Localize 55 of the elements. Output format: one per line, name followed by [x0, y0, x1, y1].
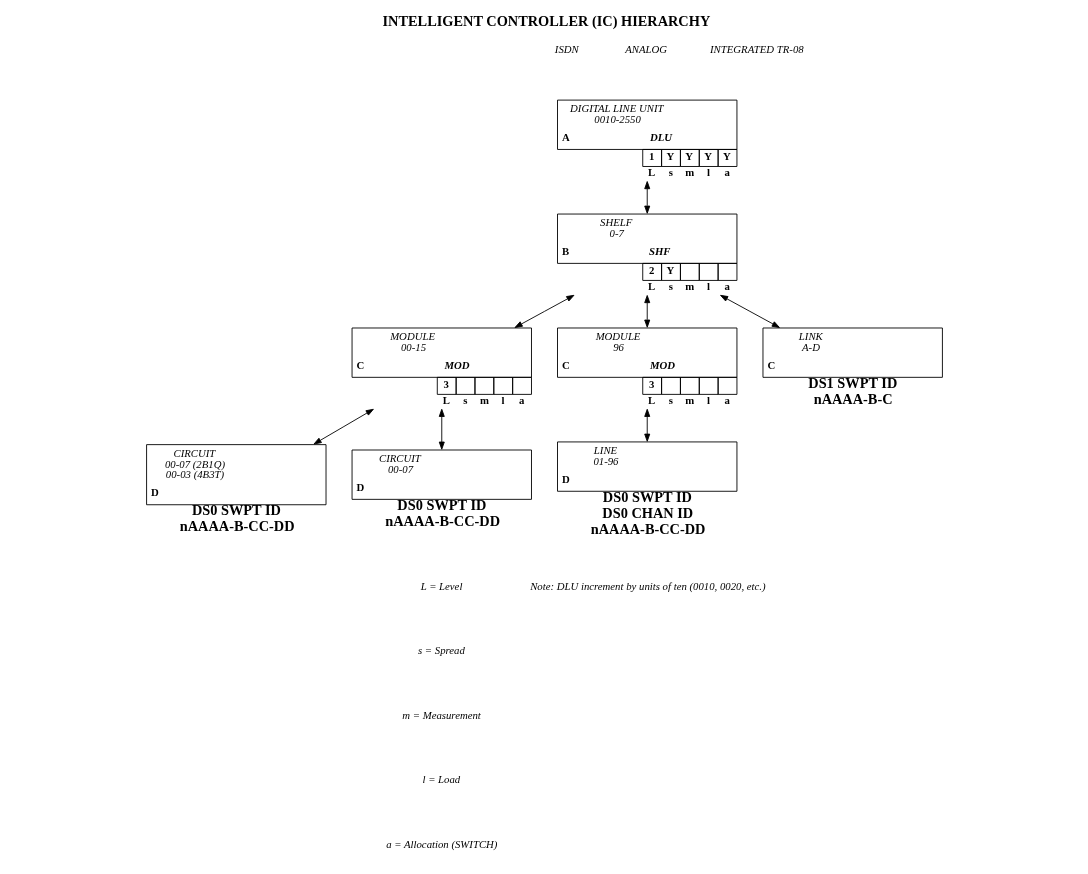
node-label: a [723, 393, 730, 406]
label: Note: DLU increment by units of ten (0010, 0020, etc.) [529, 579, 766, 592]
arrow [643, 408, 650, 442]
node-label: m [479, 393, 489, 406]
label: a = Allocation (SWITCH) [385, 838, 497, 851]
node-label: 3 [443, 377, 449, 390]
label: ISDN [554, 43, 579, 56]
node-label: l [706, 393, 710, 406]
node-label: Y [722, 149, 731, 162]
node-label: Y [666, 149, 674, 162]
node-label: 2 [648, 263, 654, 276]
node-label: l [500, 393, 504, 406]
node-label: s [668, 279, 673, 292]
node-label: DS0 CHAN ID [601, 505, 693, 522]
node-label: m [684, 393, 694, 406]
node-label: 1 [648, 149, 654, 162]
node-box: LINK A-D C [762, 327, 943, 378]
node-label: Y [684, 149, 693, 162]
node-label: L [647, 166, 655, 178]
node-label: L [647, 279, 655, 292]
node-label: nAAAA-B-CC-DD [384, 513, 500, 530]
arrow [313, 408, 374, 445]
node-label: s [668, 393, 673, 406]
node-label: m [684, 166, 694, 178]
node-label: a [518, 393, 524, 406]
arrow [438, 408, 445, 450]
node-label: Y [666, 263, 674, 276]
node-label: s [462, 393, 467, 406]
arrow [643, 181, 650, 214]
label: s = Spread [417, 644, 465, 657]
arrow [643, 295, 650, 328]
node-box: LINE 01-96 D [556, 441, 737, 492]
node-label: 3 [648, 377, 654, 390]
node-label: a [723, 279, 730, 292]
label: m = Measurement [401, 708, 481, 721]
label: INTEGRATED TR-08 [709, 43, 804, 56]
arrow [719, 294, 780, 328]
node-label: s [668, 166, 673, 178]
label: l = Load [421, 773, 460, 786]
node-label: a [723, 166, 730, 178]
node-label: nAAAA-B-CC-DD [179, 518, 295, 535]
node-label: nAAAA-B-CC-DD [590, 521, 705, 538]
arrow [514, 294, 574, 328]
label: ANALOG [624, 43, 667, 56]
node-label: L [442, 393, 450, 406]
node-box: CIRCUIT 00-07 D [351, 449, 532, 500]
node-label: m [684, 279, 694, 292]
node-box: CIRCUIT 00-07 (2B1Q) 00-03 (4B3T) D [145, 444, 326, 506]
label: L = Level [420, 579, 462, 592]
node-label: Y [703, 149, 712, 162]
node-label: l [706, 166, 710, 178]
node-label: L [647, 393, 655, 406]
node-label: nAAAA-B-C [813, 391, 893, 408]
diagram-title: INTELLIGENT CONTROLLER (IC) HIERARCHY [382, 12, 710, 29]
node-label: l [706, 279, 710, 292]
